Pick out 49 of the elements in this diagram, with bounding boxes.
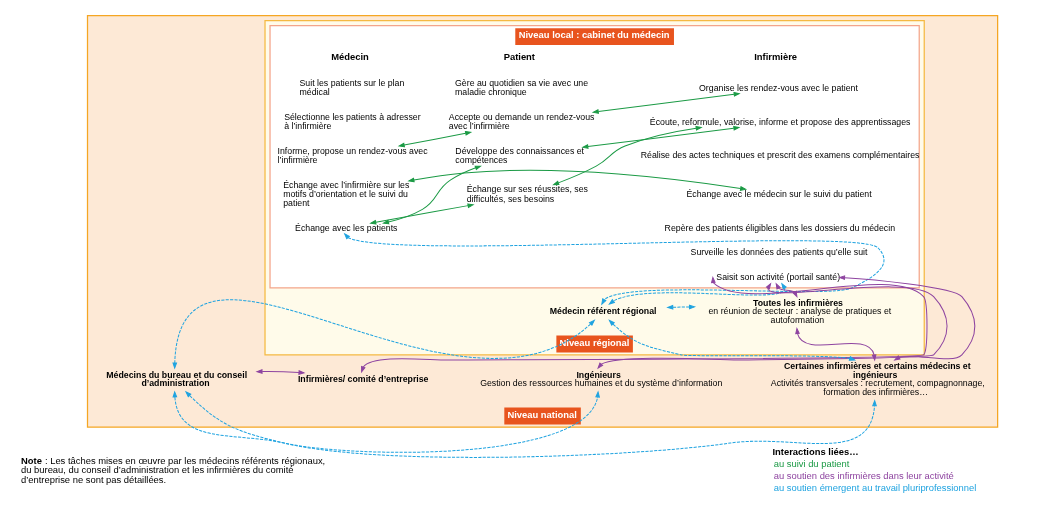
arrow: [592, 92, 740, 114]
node-text: Réalise des actes techniques et prescrit des examens complémentaires: [640, 150, 919, 161]
arrow: [581, 125, 739, 149]
arrow: [838, 275, 975, 361]
label: Médecin: [330, 51, 369, 63]
node-text: Écoute, reformule, valorise, informe et propose des apprentissages: [649, 116, 910, 127]
label: Patient: [503, 51, 535, 63]
arrow: [608, 319, 855, 361]
node-text: Développe des connaissances et compétences: [454, 145, 584, 166]
node-text: Repère des patients éligibles dans les dossiers du médecin: [664, 222, 895, 233]
legend-label: au soutien émergent au travail pluriprofessionnel: [773, 482, 976, 494]
arrow: [398, 131, 471, 148]
arrow: [343, 233, 884, 305]
node-text: Organise les rendez-vous avec le patient: [698, 82, 858, 93]
arrow: [552, 126, 702, 186]
legend-label: au soutien des infirmières dans leur activité: [773, 470, 954, 482]
legend-label: au suivi du patient: [773, 458, 849, 470]
arrow: [666, 304, 695, 310]
arrow: [597, 283, 948, 369]
arrow: [608, 283, 787, 305]
node-text: Échange avec l’infirmière sur les motifs d’orientation et le suivi du patient: [282, 179, 409, 209]
node-text: Médecin référent régional: [549, 305, 656, 316]
node-text: Certaines infirmières et certains médecins et ingénieurs Activités transversales : recrutement, compagnonnage, formation des infirmières…: [770, 360, 985, 398]
node-text: Échange avec le médecin sur le suivi du patient: [686, 188, 872, 199]
arrow: [172, 391, 600, 453]
node-text: Accepte ou demande un rendez-vous avec l’infirmière: [448, 111, 594, 132]
node-text: Infirmières/ comité d’entreprise: [297, 373, 429, 384]
label: Infirmière: [753, 51, 797, 63]
node-text: Toutes les infirmières en réunion de secteur : analyse de pratiques et autoformation: [707, 297, 891, 326]
node-text: Suit les patients sur le plan médical: [299, 77, 404, 98]
node-text: Échange sur ses réussites, ses difficultés, ses besoins: [466, 184, 588, 204]
arrow: [382, 165, 481, 225]
arrow: [794, 328, 876, 361]
node-text: Échange avec les patients: [294, 222, 397, 233]
arrow: [407, 169, 746, 191]
node-text: Informe, propose un rendez-vous avec l’infirmière: [277, 145, 428, 166]
node-text: Saisit son activité (portail santé): [715, 271, 840, 282]
arrow: [256, 369, 304, 375]
node-text: Surveille les données des patients qu’elle suit: [690, 247, 867, 258]
arrow: [369, 203, 474, 225]
arrow: [360, 276, 927, 373]
node-text: Médecins du bureau et du conseil d’administration: [105, 369, 247, 389]
label: Interactions liées…: [771, 445, 859, 457]
node-text: Ingénieurs Gestion des ressources humaines et du système d’information: [479, 369, 722, 389]
arrow: [172, 299, 595, 369]
label: Note : Les tâches mises en œuvre par les médecins référents régionaux, du bureau, du conseil d’administration et les infirmières du comité d’entreprise ne sont pas détaillées.: [20, 454, 325, 485]
node-text: Sélectionne les patients à adresser à l’infirmière: [283, 111, 421, 132]
node-text: Gère au quotidien sa vie avec une maladie chronique: [454, 77, 588, 98]
arrow: [185, 391, 877, 458]
